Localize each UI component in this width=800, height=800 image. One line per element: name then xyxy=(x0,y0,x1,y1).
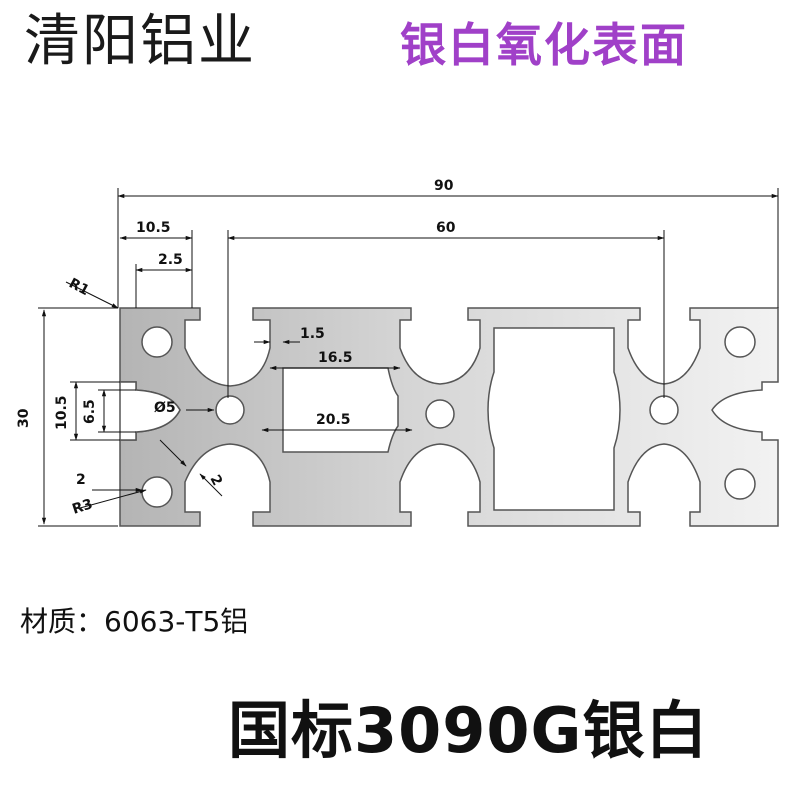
dim-overall-height: 30 xyxy=(16,408,32,428)
dim-slot-depth: 10.5 xyxy=(54,395,70,430)
dim-rib-thickness: 2 xyxy=(76,472,86,488)
hole-right-top xyxy=(724,326,756,358)
dim-slot-lip: 2.5 xyxy=(158,252,183,268)
brand-name: 清阳铝业 xyxy=(24,9,256,74)
dimension-lines xyxy=(38,188,779,527)
dim-inner-width: 16.5 xyxy=(318,350,353,366)
hole-mid-center xyxy=(425,399,455,429)
dim-wall: 1.5 xyxy=(300,326,325,342)
dim-hole-diameter: Ø5 xyxy=(154,400,176,416)
dim-cavity-width: 20.5 xyxy=(316,412,351,428)
cavity-center xyxy=(487,327,621,511)
model-name: 国标3090G银白 xyxy=(228,694,709,767)
dim-slot-opening: 6.5 xyxy=(82,399,98,424)
dim-center-span: 60 xyxy=(436,220,456,236)
hole-left-center xyxy=(215,395,245,425)
dim-corner-radius: R1 xyxy=(66,275,92,299)
dim-fillet-radius: R3 xyxy=(70,496,94,518)
hole-left-bottom xyxy=(141,476,173,508)
hole-right-center xyxy=(649,395,679,425)
dim-slot-offset: 10.5 xyxy=(136,220,171,236)
dim-web-thickness: 2 xyxy=(206,472,225,488)
left-slot xyxy=(119,381,181,441)
hole-right-bottom xyxy=(724,468,756,500)
hole-left-top xyxy=(141,326,173,358)
dim-overall-width: 90 xyxy=(434,178,454,194)
material-spec: 材质：6063-T5铝 xyxy=(20,605,249,638)
cavity-left xyxy=(282,367,399,453)
surface-finish: 银白氧化表面 xyxy=(400,18,688,72)
